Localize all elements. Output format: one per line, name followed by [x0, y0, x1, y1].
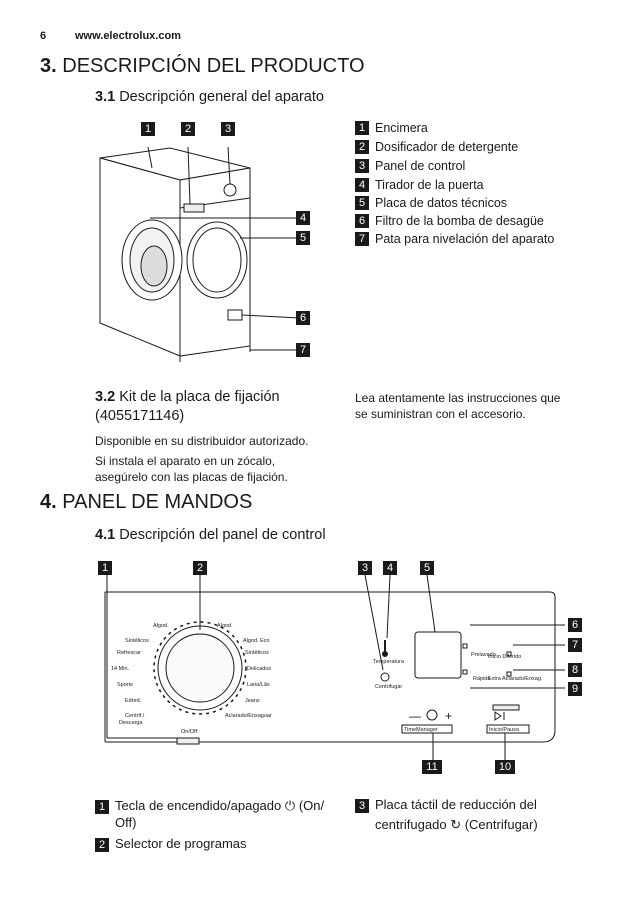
section3-2-title: Kit de la placa de fijación: [119, 389, 280, 405]
panel-callout-9: 9: [568, 682, 582, 696]
program-label: Algod. Eco: [243, 638, 270, 644]
inicio-diferido-label: Inicio Diferido: [488, 654, 521, 660]
program-label: Refrescar: [117, 650, 141, 656]
spin-icon: ↻: [450, 817, 462, 832]
install-note: Si instala el aparato en un zócalo, aseg…: [95, 454, 288, 484]
panel-callout-4: 4: [383, 561, 397, 575]
clock-icon: [426, 709, 438, 721]
washer-drawing: [99, 146, 301, 362]
section3-1-number: 3.1: [95, 89, 116, 105]
panel-callout-3: 3: [358, 561, 372, 575]
section3-heading: 3. DESCRIPCIÓN DEL PRODUCTO: [40, 55, 365, 78]
control-panel-figure: Algod. Sintéticos Refrescar 14 Min. Spor…: [95, 560, 590, 780]
control-panel-drawing: Algod. Sintéticos Refrescar 14 Min. Spor…: [104, 574, 565, 760]
washer-callout-4: 4: [296, 211, 310, 225]
centrifugar-label: Centrifugar: [375, 684, 402, 690]
panel-callout-6: 6: [568, 618, 582, 632]
panel-callout-8: 8: [568, 663, 582, 677]
washer-callout-5: 5: [296, 231, 310, 245]
website-link[interactable]: www.electrolux.com: [75, 30, 181, 42]
program-label: Jeans: [245, 698, 260, 704]
program-label: Delicados: [247, 666, 271, 672]
program-label: Sintéticos: [245, 650, 269, 656]
section3-number: 3.: [40, 55, 57, 77]
section3-2-code: (4055171146): [95, 408, 185, 424]
washer-callout-1: 1: [141, 122, 155, 136]
washer-callout-6: 6: [296, 311, 310, 325]
section4-1-number: 4.1: [95, 527, 116, 543]
washer-figure: 1 2 3 4 5 6 7: [90, 118, 330, 363]
program-label: Lana/Lãs: [247, 682, 270, 688]
panel-callout-5: 5: [420, 561, 434, 575]
power-icon: ⏻: [284, 798, 296, 813]
panel-callout-10: 10: [495, 760, 515, 774]
washer-callout-3: 3: [221, 122, 235, 136]
section4-number: 4.: [40, 491, 57, 513]
program-label: Sports: [117, 682, 133, 688]
panel-callout-7: 7: [568, 638, 582, 652]
section4-1-title: Descripción del panel de control: [119, 527, 326, 543]
panel-callout-2: 2: [193, 561, 207, 575]
time-manager-label: TimeManager: [404, 727, 438, 733]
section4-title: PANEL DE MANDOS: [62, 491, 253, 513]
time-minus-button[interactable]: —: [409, 709, 421, 723]
washer-callout-2: 2: [181, 122, 195, 136]
section4-heading: 4. PANEL DE MANDOS: [40, 491, 252, 514]
program-label: Descarga: [119, 720, 143, 726]
program-label: Centrif./: [125, 713, 145, 719]
page-number: 6: [40, 30, 47, 42]
washer-callout-7: 7: [296, 343, 310, 357]
panel-callout-1: 1: [98, 561, 112, 575]
section3-2-heading: 3.2 Kit de la placa de fijación (4055171…: [95, 388, 280, 426]
section4-1-heading: 4.1 Descripción del panel de control: [95, 527, 326, 543]
program-label: Algod.: [153, 623, 169, 629]
accessory-note: Lea atentamente las instrucciones que se…: [355, 391, 561, 421]
panel-callout-11: 11: [422, 760, 442, 774]
start-pause-label: Inicio/Pausa: [489, 727, 520, 733]
prelavado-label: Prelavado: [471, 652, 496, 658]
program-label: Aclarado/Enxaguar: [225, 713, 272, 719]
program-label: Algod.: [217, 623, 233, 629]
availability-text: Disponible en su distribuidor autorizado…: [95, 434, 309, 448]
extra-aclarado-label: Extra Aclarado/Enxag.: [488, 676, 543, 682]
section3-1-title: Descripción general del aparato: [119, 89, 324, 105]
time-plus-button[interactable]: +: [445, 709, 452, 723]
section3-2-number: 3.2: [95, 389, 116, 405]
temperature-label: Temperatura: [373, 659, 405, 665]
section3-1-heading: 3.1 Descripción general del aparato: [95, 89, 324, 105]
play-icon: [494, 711, 502, 721]
program-label: 14 Min.: [111, 666, 130, 672]
on-off-label: On/Off: [181, 729, 198, 735]
section3-title: DESCRIPCIÓN DEL PRODUCTO: [62, 55, 365, 77]
rapido-label: Rápido: [473, 676, 490, 682]
program-label: Edred.: [125, 698, 142, 704]
program-label: Sintéticos: [125, 638, 149, 644]
